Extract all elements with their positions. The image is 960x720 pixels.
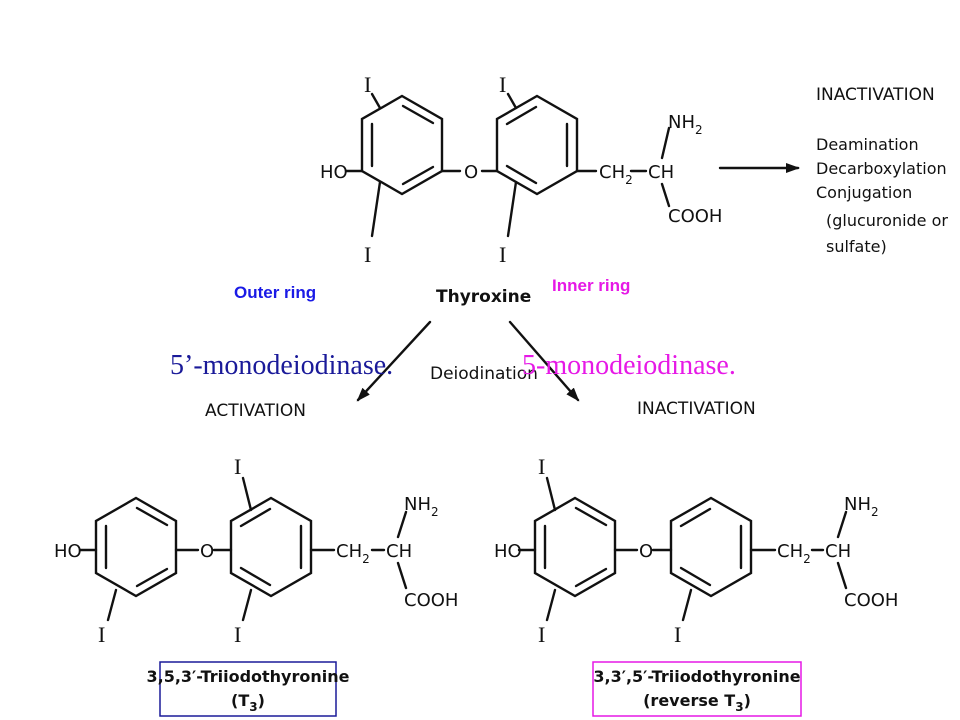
inner-ring-label: Inner ring	[552, 276, 630, 295]
bottom-inactivation-heading: INACTIVATION	[637, 399, 756, 419]
inactivation-item: Decarboxylation	[816, 159, 947, 178]
rt3-iodine-3: I	[674, 622, 681, 647]
rt3-ether-oxygen: O	[639, 541, 653, 562]
outer-ring-enzyme-label: 5’-monodeiodinase.	[170, 350, 393, 381]
thyroxine-nh2-label: NH2	[668, 112, 703, 137]
rt3-iodine-3prime: I	[538, 454, 545, 479]
t3-ether-oxygen: O	[200, 541, 214, 562]
thyroxine-iodine-5: I	[499, 242, 506, 267]
t3-iodine-3prime: I	[98, 622, 105, 647]
thyroxine-cooh-label: COOH	[668, 206, 722, 227]
t3-structure: HO O I I I CH2 CH NH2 COOH	[54, 454, 458, 647]
thyroxine-name-label: Thyroxine	[436, 287, 531, 307]
rt3-box-border	[592, 661, 802, 717]
t3-ch2-label: CH2	[336, 541, 370, 566]
rt3-ho-label: HO	[494, 541, 522, 562]
inactivation-item: sulfate)	[826, 237, 887, 256]
reverse-t3-arrow	[508, 320, 580, 402]
thyroxine-ch2-label: CH2	[599, 162, 633, 187]
rt3-ch-label: CH	[825, 541, 851, 562]
top-inactivation-title: INACTIVATION	[816, 85, 935, 105]
inner-ring-enzyme-label: 5-monodeiodinase.	[522, 350, 736, 381]
inactivation-item: Deamination	[816, 135, 919, 154]
deiodination-label: Deiodination	[430, 364, 538, 384]
t3-inner-ring	[229, 496, 313, 598]
rt3-cooh-label: COOH	[844, 590, 898, 611]
outer-ring-label: Outer ring	[234, 283, 316, 302]
reverse-t3-structure: HO O I I I CH2 CH NH2 COOH	[494, 454, 898, 647]
thyroxine-iodine-3: I	[499, 72, 506, 97]
t3-outer-ring	[94, 496, 178, 598]
t3-name-box: 3,5,3′-Triiodothyronine (T3)	[147, 661, 350, 717]
t3-ho-label: HO	[54, 541, 82, 562]
thyroxine-outer-ring	[360, 94, 444, 196]
rt3-name-box: 3,3′,5′-Triiodothyronine (reverse T3)	[592, 661, 802, 717]
t3-iodine-3: I	[234, 454, 241, 479]
thyroxine-ch-label: CH	[648, 162, 674, 183]
rt3-outer-ring	[533, 496, 617, 598]
inactivation-item: (glucuronide or	[826, 211, 948, 230]
t3-name-line2: (T3)	[231, 691, 265, 714]
t3-cooh-label: COOH	[404, 590, 458, 611]
rt3-inner-ring	[669, 496, 753, 598]
inactivation-item: Conjugation	[816, 183, 912, 202]
rt3-ch2-label: CH2	[777, 541, 811, 566]
activation-arrow	[356, 320, 432, 402]
rt3-iodine-5prime: I	[538, 622, 545, 647]
thyroxine-iodine-3prime: I	[364, 72, 371, 97]
rt3-nh2-label: NH2	[844, 494, 879, 519]
t3-ch-label: CH	[386, 541, 412, 562]
t3-box-border	[159, 661, 337, 717]
t3-nh2-label: NH2	[404, 494, 439, 519]
thyroxine-inner-ring	[495, 94, 579, 196]
thyroxine-iodine-5prime: I	[364, 242, 371, 267]
rt3-name-line2: (reverse T3)	[643, 691, 751, 714]
t3-iodine-5: I	[234, 622, 241, 647]
thyroxine-ho-label: HO	[320, 162, 348, 183]
t3-name-line1: 3,5,3′-Triiodothyronine	[147, 667, 350, 686]
top-inactivation-list: INACTIVATION Deamination Decarboxylation…	[816, 85, 948, 256]
rt3-name-line1: 3,3′,5′-Triiodothyronine	[593, 667, 800, 686]
thyroxine-ether-oxygen: O	[464, 162, 478, 183]
thyroxine-structure: HO O I I I I CH2 CH NH2 COOH	[320, 72, 722, 267]
activation-heading: ACTIVATION	[205, 401, 306, 421]
